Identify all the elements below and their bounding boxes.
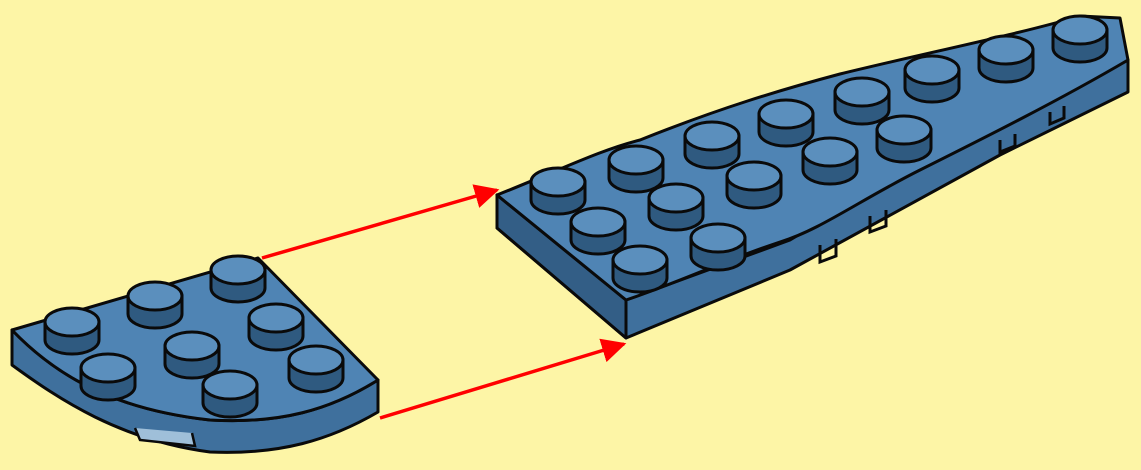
stud (289, 346, 343, 392)
stud (759, 100, 813, 146)
stud (211, 256, 265, 302)
stud (1053, 16, 1107, 62)
stud (649, 184, 703, 230)
stud (45, 308, 99, 354)
large-wedge-plate (497, 16, 1128, 338)
stud (727, 162, 781, 208)
stud (685, 122, 739, 168)
lower-guide-arrow (380, 344, 624, 418)
stud (979, 36, 1033, 82)
stud (249, 304, 303, 350)
upper-guide-arrow (262, 190, 497, 258)
stud (803, 138, 857, 184)
stud (877, 116, 931, 162)
stud (81, 354, 135, 400)
stud (691, 224, 745, 270)
stud (128, 282, 182, 328)
stud (835, 78, 889, 124)
stud (165, 332, 219, 378)
stud (613, 246, 667, 292)
small-wedge-plate (12, 256, 378, 452)
stud (609, 146, 663, 192)
stud (905, 56, 959, 102)
stud (203, 371, 257, 417)
stud (531, 168, 585, 214)
stud (571, 208, 625, 254)
